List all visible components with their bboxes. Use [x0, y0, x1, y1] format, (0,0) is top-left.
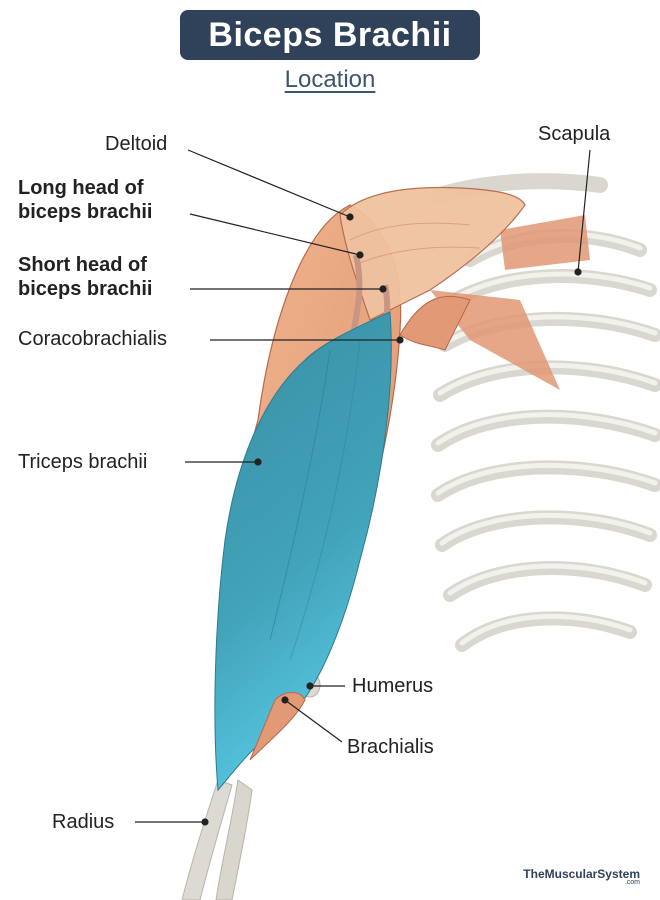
page-subtitle: Location: [284, 66, 376, 93]
label-short-head-1: Short head of: [18, 254, 147, 276]
brand-name: TheMuscularSystem: [523, 867, 640, 881]
label-scapula: Scapula: [538, 123, 611, 145]
biceps-brachii-muscle: [214, 311, 392, 792]
label-coracobrachialis: Coracobrachialis: [18, 328, 167, 350]
label-radius: Radius: [52, 811, 115, 833]
label-triceps: Triceps brachii: [18, 451, 148, 473]
ulna-bone: [215, 779, 253, 900]
title-banner: Biceps Brachii: [180, 10, 480, 60]
label-deltoid: Deltoid: [105, 133, 168, 155]
label-long-head-2: biceps brachii: [18, 201, 153, 223]
label-brachialis: Brachialis: [347, 736, 434, 758]
brachialis-muscle: [249, 692, 306, 761]
radius-bone: [181, 779, 233, 900]
label-short-head-2: biceps brachii: [18, 278, 153, 300]
brand-logo: TheMuscularSystem .com: [523, 867, 640, 886]
coracobrachialis-muscle: [399, 295, 471, 351]
page-title: Biceps Brachii: [208, 16, 452, 54]
brand-suffix: .com: [624, 879, 640, 886]
leader-lines: [135, 149, 591, 826]
label-humerus: Humerus: [352, 675, 434, 697]
label-long-head-1: Long head of: [18, 177, 144, 199]
